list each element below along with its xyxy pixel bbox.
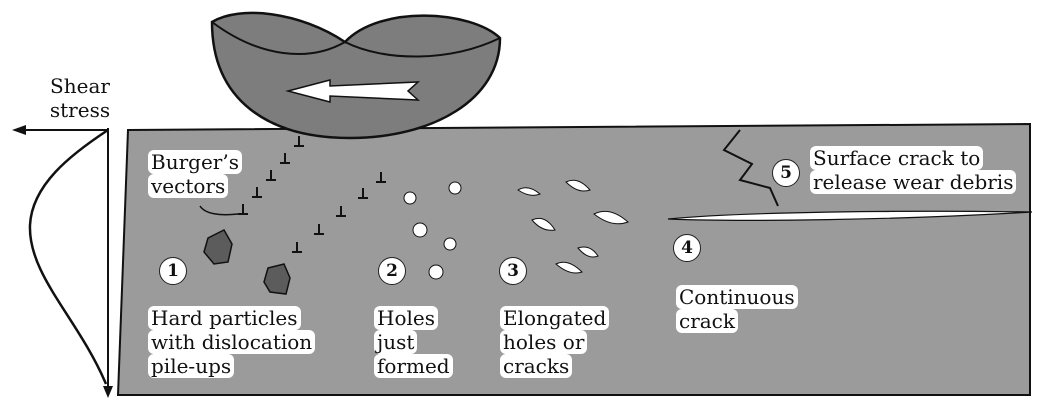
stage-4-label-line: crack [676,309,738,333]
stage-5-label-line: release wear debris [810,170,1016,194]
stage-2-label: Holes just formed [374,306,453,378]
stage-1-label-line: Hard particles [148,306,301,330]
stage-1-label-line: pile-ups [148,354,234,378]
burgers-vectors-label-line2: vectors [148,174,228,198]
stage-3-label-line: Elongated [500,306,609,330]
hard-particle [264,264,290,294]
stage-2-badge: 2 [378,257,406,285]
shear-stress-curve [30,130,108,384]
shear-stress-label-line1: Shear [40,74,120,98]
stage-5-label-line: Surface crack to [810,146,983,170]
stage-1-label-line: with dislocation [148,330,315,354]
stage-5-label: Surface crack to release wear debris [810,146,1016,194]
hole [413,223,427,237]
shear-stress-label: Shear stress [40,74,120,122]
shear-stress-label-line2: stress [40,98,120,122]
depth-axis-arrow [103,386,113,398]
slider-body [212,13,500,138]
burgers-vectors-label: Burger’s vectors [148,150,242,198]
stage-1-badge: 1 [159,257,187,285]
hole [449,182,461,194]
stage-2-label-line: Holes [374,306,438,330]
stage-3-label-line: holes or [500,330,587,354]
hole [444,238,456,250]
hole [404,192,416,204]
stage-5-badge: 5 [772,159,800,187]
stage-1-label: Hard particles with dislocation pile-ups [148,306,315,378]
stage-4-label: Continuous crack [676,285,798,333]
stage-2-label-line: just [374,330,417,354]
stage-3-label: Elongated holes or cracks [500,306,609,378]
hole [429,265,443,279]
stage-4-badge: 4 [673,234,701,262]
stage-3-label-line: cracks [500,354,572,378]
burgers-vectors-label-line1: Burger’s [148,150,242,174]
stage-2-label-line: formed [374,354,453,378]
stage-3-badge: 3 [499,257,527,285]
shear-axis-arrow [12,125,26,135]
stage-4-label-line: Continuous [676,285,798,309]
